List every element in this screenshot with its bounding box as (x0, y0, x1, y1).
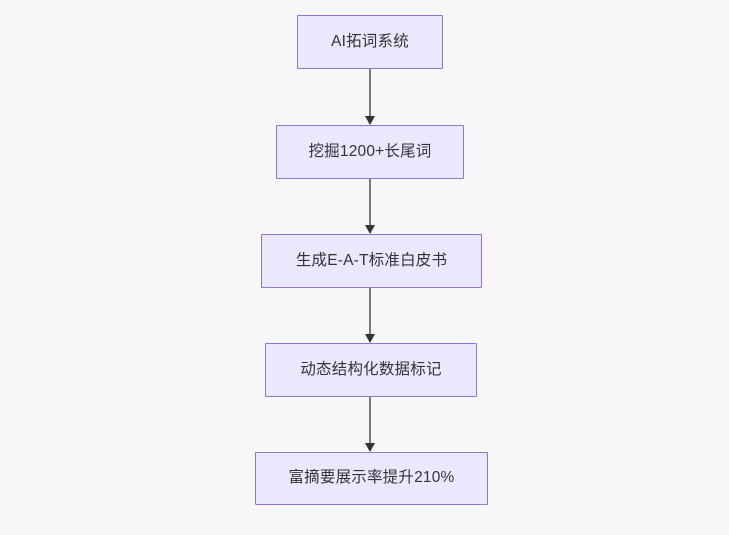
edge-line (369, 288, 371, 334)
arrow-down-icon (365, 443, 375, 452)
flowchart-node-dynamic-structured-data-markup[interactable]: 动态结构化数据标记 (265, 343, 477, 397)
edge-line (369, 397, 371, 443)
node-label: 生成E-A-T标准白皮书 (295, 251, 448, 269)
node-label: 富摘要展示率提升210% (288, 469, 455, 487)
node-label: 挖掘1200+长尾词 (308, 142, 432, 160)
flowchart-node-ai-keyword-system[interactable]: AI拓词系统 (297, 15, 443, 69)
flowchart-node-generate-eat-whitepaper[interactable]: 生成E-A-T标准白皮书 (261, 234, 482, 288)
node-label: 动态结构化数据标记 (300, 360, 442, 378)
arrow-down-icon (365, 116, 375, 125)
edge-line (369, 179, 371, 225)
node-label: AI拓词系统 (331, 32, 409, 50)
flowchart-node-rich-snippet-impression-lift[interactable]: 富摘要展示率提升210% (255, 452, 488, 505)
flowchart-node-mine-longtail-keywords[interactable]: 挖掘1200+长尾词 (276, 125, 464, 179)
arrow-down-icon (365, 334, 375, 343)
edge-line (369, 69, 371, 116)
arrow-down-icon (365, 225, 375, 234)
